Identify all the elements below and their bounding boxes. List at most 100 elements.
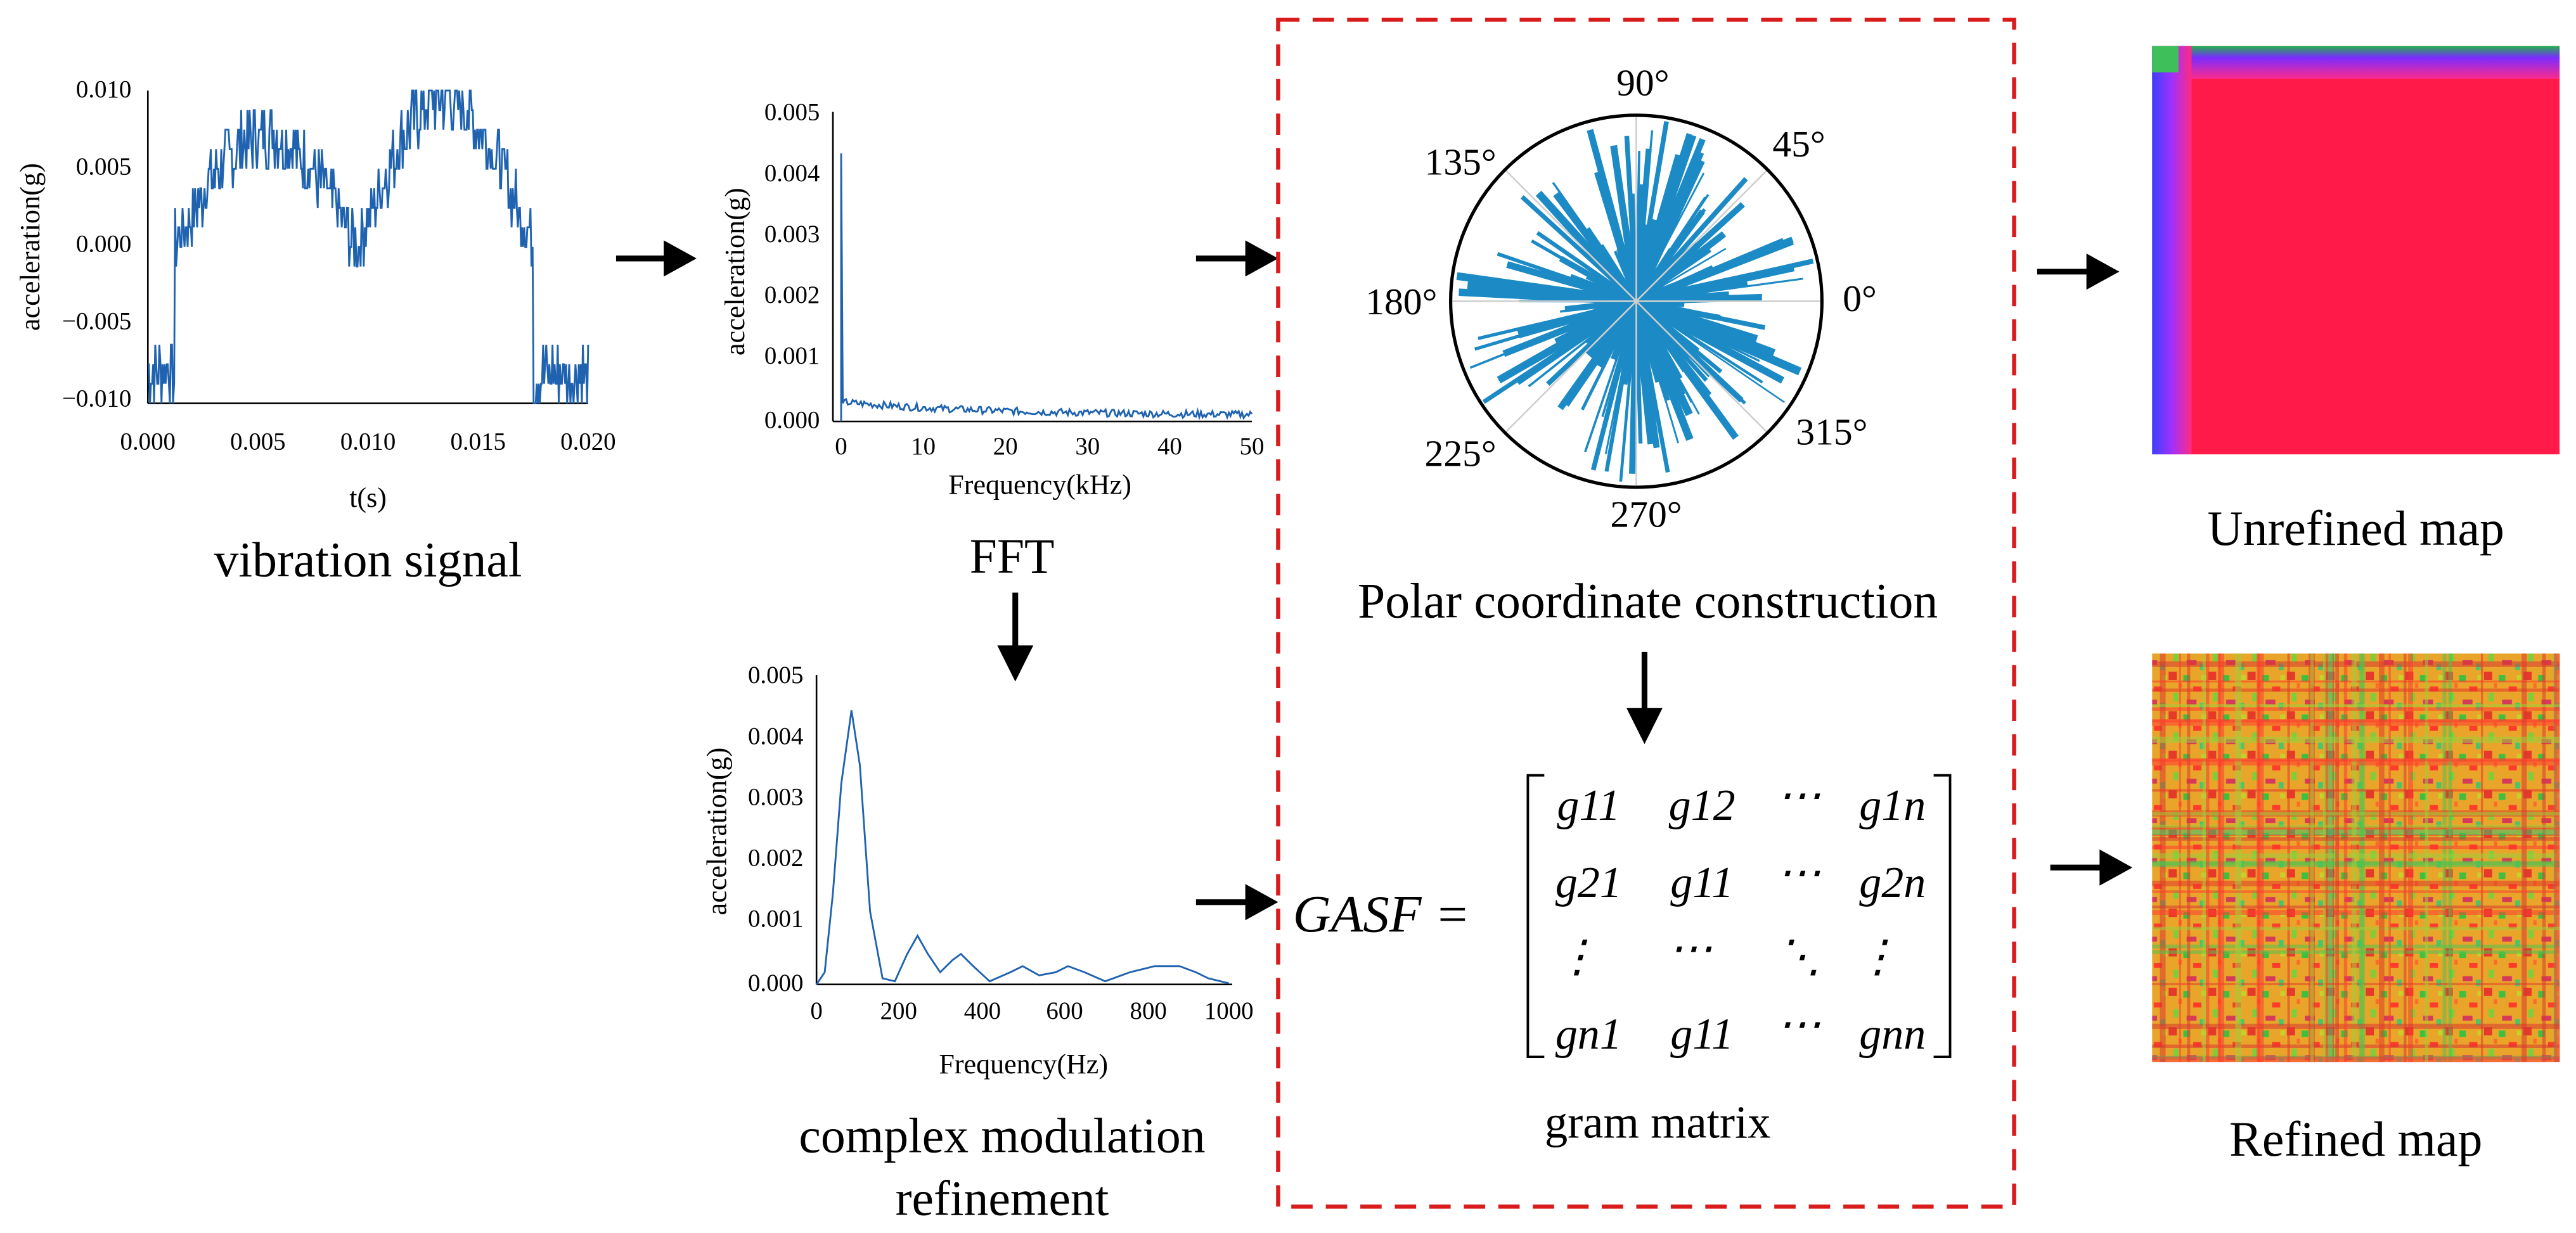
- polar-bar: [1604, 301, 1637, 454]
- refined-stripe: [2219, 653, 2221, 1062]
- polar-bar: [1559, 255, 1638, 304]
- fft-xtick: 10: [911, 433, 936, 460]
- refined-map-stripes: [2152, 653, 2560, 1063]
- gasf-process-box: [1276, 17, 2016, 1209]
- fft-xtick: 20: [993, 433, 1018, 460]
- matrix-cell: ⋯: [1777, 848, 1821, 897]
- refined-stripe: [2404, 653, 2407, 1062]
- matrix-left-bracket: [1526, 774, 1545, 1058]
- refine-x-label: Frequency(Hz): [939, 1049, 1108, 1080]
- refined-stripe: [2152, 688, 2560, 692]
- polar-bar: [1584, 300, 1638, 452]
- polar-plot: 90° 45° 135° 180° 0° 225° 315° 270° Pola…: [1358, 62, 1938, 629]
- refine-spectrum-line: [815, 710, 1230, 985]
- vibration-xtick: 0.000: [120, 428, 176, 455]
- polar-bar: [1635, 301, 1679, 444]
- refined-stripe: [2152, 890, 2560, 893]
- polar-bar: [1633, 121, 1669, 302]
- arrow-to-unrefined-map: [2037, 253, 2120, 290]
- fft-xtick: 40: [1157, 433, 1182, 460]
- matrix-cell: g2n: [1859, 859, 1926, 907]
- polar-bar: [1633, 137, 1706, 303]
- polar-angle-label: 270°: [1610, 493, 1682, 535]
- refined-stripe: [2257, 653, 2260, 1062]
- polar-caption: Polar coordinate construction: [1358, 573, 1938, 628]
- arrow-polar-to-gram: [1626, 651, 1663, 744]
- refined-stripe: [2378, 653, 2385, 1062]
- polar-grid-line: [1504, 169, 1768, 434]
- refined-stripe: [2152, 812, 2560, 816]
- arrow-signal-to-fft: [615, 240, 697, 277]
- vibration-xtick: 0.015: [451, 428, 506, 455]
- refine-caption-line2: refinement: [896, 1171, 1109, 1225]
- polar-bar: [1590, 300, 1639, 471]
- polar-bar: [1635, 279, 1748, 305]
- gasf-equation-lhs: GASF =: [1293, 885, 1470, 943]
- refined-stripe: [2152, 845, 2560, 850]
- polar-angle-label: 315°: [1796, 411, 1867, 452]
- matrix-cell: g1n: [1859, 781, 1926, 830]
- refine-xtick: 800: [1130, 997, 1167, 1025]
- refine-ytick: 0.000: [748, 969, 803, 997]
- refine-ytick: 0.003: [748, 783, 803, 810]
- polar-bar: [1585, 227, 1639, 303]
- refined-map-caption: Refined map: [2229, 1112, 2482, 1166]
- polar-bar: [1517, 297, 1638, 338]
- refined-stripe: [2554, 653, 2560, 1062]
- refined-stripe: [2521, 653, 2527, 1062]
- refine-xtick: 1000: [1204, 997, 1254, 1025]
- polar-bar: [1467, 281, 1637, 305]
- arrow-fft-to-refine: [997, 592, 1034, 682]
- vibration-ytick: 0.000: [76, 230, 131, 257]
- polar-bar: [1635, 298, 1766, 330]
- unrefined-map-edge: [2152, 46, 2192, 455]
- polar-angle-label: 180°: [1365, 281, 1437, 323]
- unrefined-map-caption: Unrefined map: [2208, 501, 2504, 556]
- fft-chart: 0.005 0.004 0.003 0.002 0.001 0.000 0 10…: [719, 99, 1264, 584]
- refine-y-label: acceleration(g): [702, 748, 733, 916]
- refined-stripe: [2310, 653, 2314, 1062]
- unrefined-map-edge: [2152, 46, 2560, 79]
- fft-ytick: 0.002: [764, 281, 820, 309]
- fft-y-label: acceleration(g): [719, 188, 750, 355]
- refined-stripe: [2217, 653, 2225, 1062]
- polar-angle-label: 135°: [1425, 141, 1497, 182]
- fft-x-label: Frequency(kHz): [948, 469, 1131, 500]
- refine-caption-line1: complex modulation: [799, 1109, 1205, 1163]
- vibration-x-label: t(s): [349, 482, 387, 513]
- fft-xtick: 50: [1240, 433, 1265, 460]
- polar-bar: [1635, 208, 1706, 303]
- fft-ytick: 0.005: [764, 99, 820, 126]
- arrow-refine-to-gasf: [1195, 884, 1278, 921]
- polar-bar: [1610, 144, 1640, 302]
- refined-stripe: [2235, 653, 2242, 1062]
- matrix-cell: ⋱: [1777, 933, 1821, 981]
- vibration-xtick: 0.010: [340, 428, 396, 455]
- fft-ytick: 0.000: [764, 406, 820, 433]
- refine-xtick: 400: [964, 997, 1001, 1025]
- refined-stripe: [2152, 837, 2560, 841]
- vibration-signal-line: [148, 89, 589, 404]
- refine-ytick: 0.001: [748, 905, 803, 933]
- refined-stripe: [2152, 704, 2560, 707]
- polar-bar: [1528, 300, 1637, 388]
- polar-bar: [1618, 247, 1640, 302]
- refined-stripe: [2152, 758, 2560, 762]
- fft-ytick: 0.003: [764, 220, 820, 248]
- vibration-ytick: −0.005: [62, 308, 131, 335]
- matrix-cell: ⋮: [1555, 933, 1599, 981]
- vibration-ytick: 0.010: [76, 75, 131, 103]
- refined-stripe: [2206, 653, 2210, 1062]
- matrix-cell: ⋯: [1777, 1000, 1821, 1049]
- vibration-caption: vibration signal: [214, 532, 522, 587]
- refined-stripe: [2152, 853, 2560, 859]
- refined-stripe: [2202, 653, 2206, 1062]
- refined-stripe: [2152, 719, 2560, 726]
- polar-bar: [1601, 299, 1640, 356]
- refine-ytick: 0.002: [748, 845, 803, 872]
- refine-xtick: 600: [1046, 997, 1083, 1025]
- fft-xtick: 30: [1075, 433, 1100, 460]
- polar-angle-label: 0°: [1843, 278, 1877, 319]
- arrow-fft-to-polar: [1195, 240, 1278, 277]
- vibration-ytick: −0.010: [62, 385, 131, 412]
